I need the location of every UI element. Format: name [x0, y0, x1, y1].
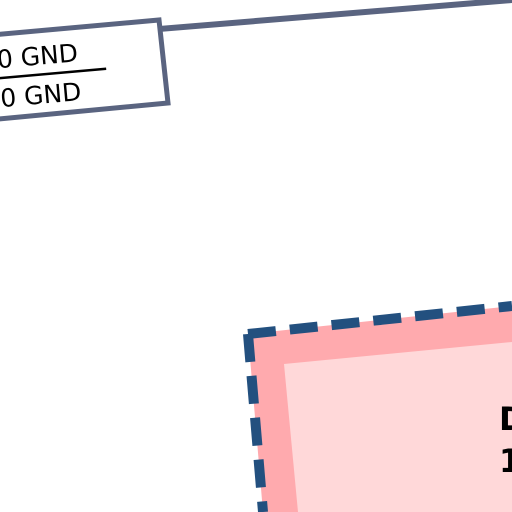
altitude-label-box[interactable]: 0 GND 0 GND: [0, 17, 171, 122]
label-box-frame: [0, 17, 171, 122]
zone-label-line2: 1: [499, 442, 512, 480]
zone-fill-inner: [284, 342, 512, 512]
upper-limit-text: 0 GND: [0, 38, 79, 74]
zone-label-line1: D: [499, 400, 512, 438]
limit-divider-line: [0, 67, 107, 80]
lower-limit-text: 0 GND: [0, 77, 83, 113]
zone-label: D 1: [499, 400, 512, 480]
zone-dashed-border: [247, 301, 512, 339]
zone-dashed-border-left: [243, 333, 268, 512]
danger-zone[interactable]: [243, 301, 512, 512]
